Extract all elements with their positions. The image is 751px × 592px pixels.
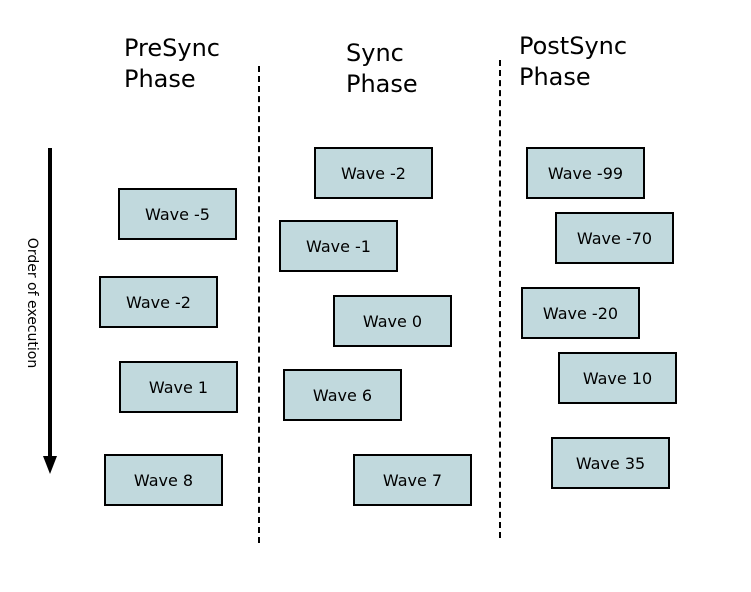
wave-box: Wave 7 — [353, 454, 472, 506]
wave-box: Wave -70 — [555, 212, 674, 264]
phase-title-sync: Sync Phase — [346, 38, 418, 100]
wave-box: Wave -1 — [279, 220, 398, 272]
wave-box: Wave -2 — [99, 276, 218, 328]
phase-title-line: Sync — [346, 39, 404, 67]
wave-box: Wave 0 — [333, 295, 452, 347]
divider-sync-postsync — [499, 60, 501, 538]
phase-title-line: Phase — [346, 70, 418, 98]
wave-box: Wave 35 — [551, 437, 670, 489]
wave-box: Wave -5 — [118, 188, 237, 240]
wave-box: Wave -2 — [314, 147, 433, 199]
wave-box: Wave 8 — [104, 454, 223, 506]
phase-title-line: Phase — [124, 65, 196, 93]
wave-box: Wave 1 — [119, 361, 238, 413]
wave-box: Wave -99 — [526, 147, 645, 199]
wave-box: Wave -20 — [521, 287, 640, 339]
phase-title-line: Phase — [519, 63, 591, 91]
axis-label: Order of execution — [24, 237, 40, 369]
divider-presync-sync — [258, 66, 260, 543]
arrow-head — [43, 456, 57, 474]
wave-box: Wave 10 — [558, 352, 677, 404]
phase-title-line: PostSync — [519, 32, 628, 60]
phase-title-presync: PreSync Phase — [124, 33, 220, 95]
wave-box: Wave 6 — [283, 369, 402, 421]
phase-title-line: PreSync — [124, 34, 220, 62]
phase-title-postsync: PostSync Phase — [519, 31, 627, 93]
